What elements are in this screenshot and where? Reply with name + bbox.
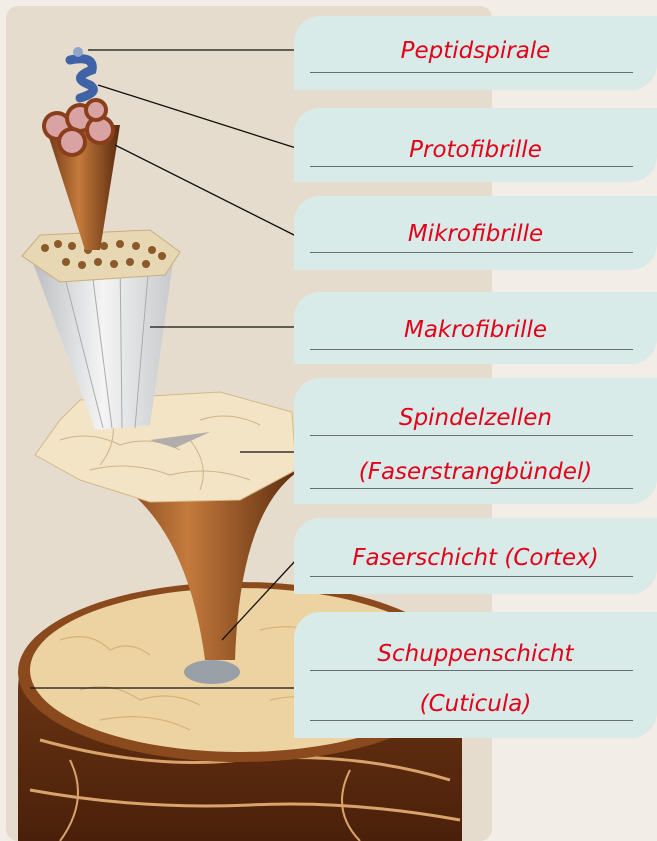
label-underline	[310, 166, 633, 167]
label-underline-2	[310, 488, 633, 489]
peptide-spiral	[70, 47, 93, 98]
label-underline	[310, 349, 633, 350]
label-mikrofibrille: Mikrofibrille	[294, 196, 657, 270]
label-text: Protofibrille	[294, 136, 657, 164]
label-text-line-1: Spindelzellen	[294, 404, 657, 432]
label-underline-1	[310, 670, 633, 671]
label-schuppenschicht: Schuppenschicht (Cuticula)	[294, 612, 657, 738]
label-text: Makrofibrille	[294, 316, 657, 344]
label-spindelzellen: Spindelzellen (Faserstrangbündel)	[294, 378, 657, 504]
label-underline	[310, 72, 633, 73]
label-underline-2	[310, 720, 633, 721]
label-protofibrille: Protofibrille	[294, 108, 657, 182]
label-peptidspirale: Peptidspirale	[294, 16, 657, 90]
label-text-line-2: (Cuticula)	[294, 690, 657, 718]
label-text: Mikrofibrille	[294, 220, 657, 248]
label-faserschicht: Faserschicht (Cortex)	[294, 518, 657, 594]
spindle-cell-plate	[35, 392, 296, 502]
label-makrofibrille: Makrofibrille	[294, 292, 657, 364]
label-text: Faserschicht (Cortex)	[294, 544, 657, 572]
label-underline-1	[310, 435, 633, 436]
label-underline	[310, 252, 633, 253]
label-underline	[310, 576, 633, 577]
label-text-line-1: Schuppenschicht	[294, 640, 657, 668]
label-text-line-2: (Faserstrangbündel)	[294, 458, 657, 486]
label-text: Peptidspirale	[294, 37, 657, 65]
